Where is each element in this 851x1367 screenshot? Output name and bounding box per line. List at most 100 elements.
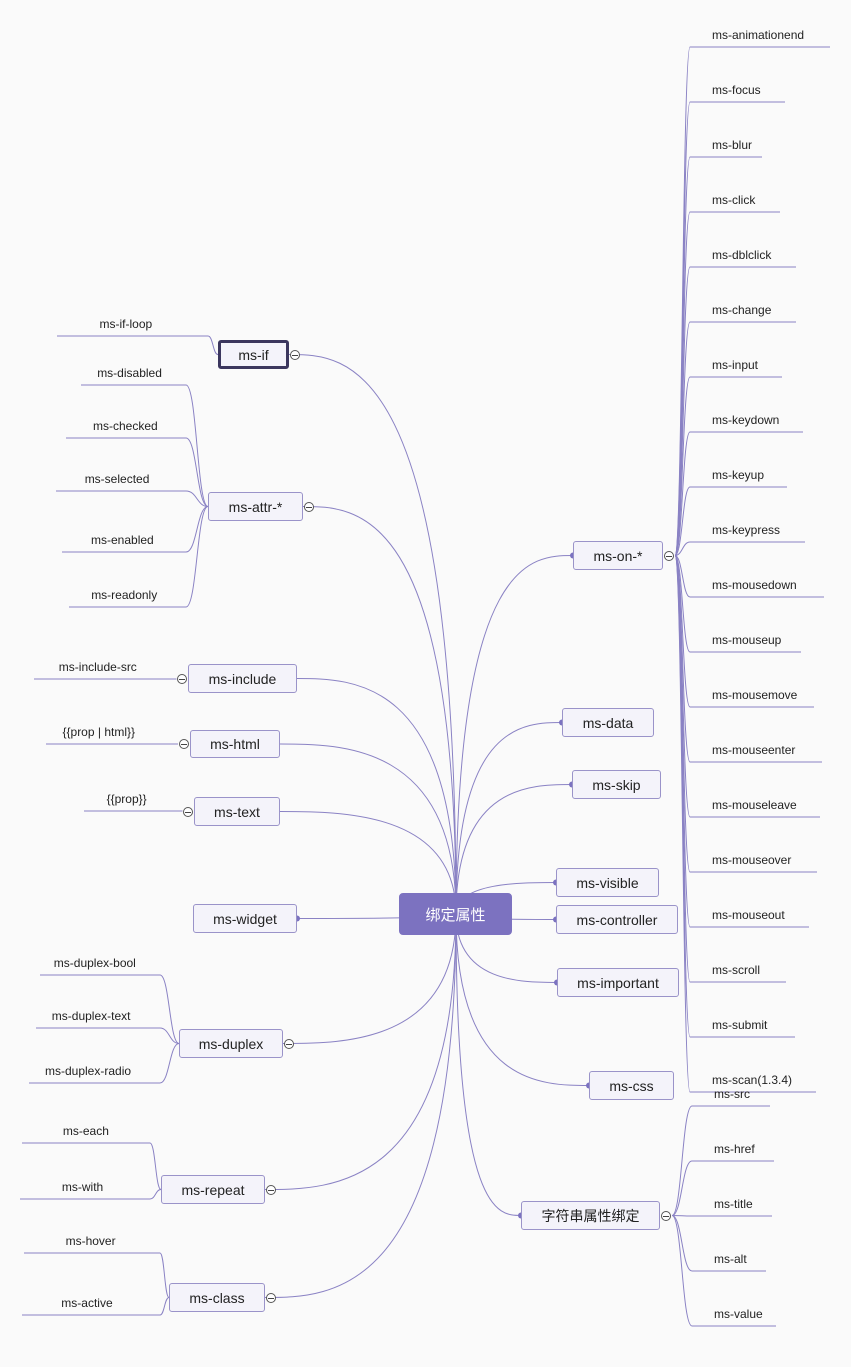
leaf-edge-string-bind-2 [671, 1215, 772, 1217]
node-ms-attr[interactable]: ms-attr-* [208, 492, 303, 521]
leaf-ms-on-19: ms-scan(1.3.4) [712, 1073, 793, 1087]
node-ms-visible[interactable]: ms-visible [556, 868, 659, 897]
node-ms-widget[interactable]: ms-widget [193, 904, 297, 933]
node-ms-css[interactable]: ms-css [589, 1071, 674, 1100]
leaf-edge-ms-repeat-0 [22, 1142, 162, 1190]
leaf-string-bind-4: ms-value [714, 1307, 763, 1321]
collapse-icon-ms-attr[interactable] [304, 501, 314, 512]
node-ms-text[interactable]: ms-text [194, 797, 280, 826]
leaf-ms-attr-1: ms-checked [93, 419, 158, 433]
edge-string-bind [455, 913, 522, 1216]
leaf-ms-repeat-0: ms-each [62, 1124, 109, 1138]
leaf-ms-duplex-1: ms-duplex-text [51, 1009, 131, 1023]
edge-ms-class [264, 913, 457, 1298]
leaf-ms-attr-3: ms-enabled [91, 533, 154, 547]
collapse-icon-ms-text[interactable] [183, 806, 193, 817]
leaf-edge-string-bind-4 [671, 1215, 776, 1327]
leaf-string-bind-1: ms-href [714, 1142, 755, 1156]
node-ms-repeat[interactable]: ms-repeat [161, 1175, 265, 1204]
node-ms-controller[interactable]: ms-controller [556, 905, 678, 934]
leaf-edge-ms-attr-1 [66, 437, 209, 507]
leaf-edge-ms-repeat-1 [20, 1189, 162, 1200]
leaf-ms-on-14: ms-mouseleave [712, 798, 797, 812]
leaf-edge-ms-duplex-0 [40, 974, 180, 1044]
leaf-edge-ms-on-8 [674, 486, 787, 556]
edge-ms-data [455, 722, 563, 915]
node-ms-html[interactable]: ms-html [190, 730, 280, 758]
leaf-ms-html-0: {{prop | html}} [62, 725, 136, 739]
edge-ms-include [296, 678, 457, 915]
leaf-ms-duplex-0: ms-duplex-bool [53, 956, 136, 970]
node-ms-if[interactable]: ms-if [218, 340, 289, 369]
edge-ms-skip [455, 784, 573, 915]
leaf-edge-ms-on-7 [674, 431, 803, 556]
leaf-string-bind-2: ms-title [714, 1197, 753, 1211]
leaf-ms-attr-4: ms-readonly [91, 588, 158, 602]
edge-ms-text [279, 811, 457, 915]
collapse-icon-ms-duplex[interactable] [284, 1038, 294, 1049]
leaf-edge-ms-text-0 [84, 810, 183, 812]
leaf-edge-ms-on-9 [674, 541, 805, 556]
collapse-icon-ms-on[interactable] [664, 550, 674, 561]
leaf-ms-on-17: ms-scroll [712, 963, 760, 977]
node-string-bind[interactable]: 字符串属性绑定 [521, 1201, 660, 1230]
leaf-edge-ms-duplex-2 [29, 1043, 180, 1084]
collapse-icon-ms-include[interactable] [177, 673, 187, 684]
leaf-ms-duplex-2: ms-duplex-radio [45, 1064, 132, 1078]
node-ms-important[interactable]: ms-important [557, 968, 679, 997]
leaf-ms-on-18: ms-submit [712, 1018, 768, 1032]
leaf-ms-on-10: ms-mousedown [712, 578, 797, 592]
leaf-ms-on-13: ms-mouseenter [712, 743, 796, 757]
leaf-edge-ms-duplex-1 [36, 1027, 180, 1044]
leaf-ms-on-9: ms-keypress [712, 523, 781, 537]
leaf-ms-on-8: ms-keyup [712, 468, 765, 482]
collapse-icon-ms-if[interactable] [290, 349, 300, 360]
leaf-edge-ms-include-0 [34, 678, 177, 680]
edge-ms-repeat [264, 913, 457, 1190]
leaf-edge-ms-class-1 [22, 1297, 170, 1316]
leaf-edge-ms-on-14 [674, 555, 820, 818]
leaf-ms-attr-0: ms-disabled [97, 366, 162, 380]
leaf-edge-ms-attr-3 [62, 506, 209, 553]
node-ms-duplex[interactable]: ms-duplex [179, 1029, 283, 1058]
leaf-edge-ms-on-19 [674, 555, 816, 1093]
leaf-ms-on-15: ms-mouseover [712, 853, 792, 867]
leaf-edge-ms-attr-2 [56, 490, 209, 507]
leaf-edge-string-bind-3 [671, 1215, 766, 1272]
edge-ms-on [455, 555, 574, 915]
leaf-ms-on-3: ms-click [712, 193, 756, 207]
leaf-string-bind-3: ms-alt [714, 1252, 747, 1266]
node-ms-class[interactable]: ms-class [169, 1283, 265, 1312]
leaf-edge-string-bind-1 [671, 1160, 774, 1216]
node-ms-include[interactable]: ms-include [188, 664, 297, 693]
root-node[interactable]: 绑定属性 [399, 893, 512, 935]
leaf-ms-on-7: ms-keydown [712, 413, 780, 427]
collapse-icon-ms-html[interactable] [179, 739, 189, 749]
node-ms-data[interactable]: ms-data [562, 708, 654, 737]
edge-ms-duplex [282, 913, 457, 1044]
leaf-ms-on-5: ms-change [712, 303, 772, 317]
leaf-ms-class-1: ms-active [61, 1296, 113, 1310]
leaf-ms-on-1: ms-focus [712, 83, 761, 97]
leaf-edge-string-bind-0 [671, 1105, 770, 1216]
collapse-icon-ms-repeat[interactable] [266, 1184, 276, 1195]
leaf-ms-include-0: ms-include-src [58, 660, 137, 674]
node-ms-on[interactable]: ms-on-* [573, 541, 663, 570]
collapse-icon-ms-class[interactable] [266, 1292, 276, 1303]
leaf-ms-on-6: ms-input [712, 358, 759, 372]
leaf-edge-ms-on-15 [674, 555, 817, 873]
leaf-edge-ms-if-0 [57, 335, 219, 355]
leaf-edge-ms-attr-4 [69, 506, 209, 608]
leaf-edge-ms-class-0 [24, 1252, 170, 1298]
edge-ms-css [455, 913, 590, 1086]
leaf-ms-on-4: ms-dblclick [712, 248, 772, 262]
leaf-ms-class-0: ms-hover [65, 1234, 116, 1248]
edge-ms-if [288, 354, 457, 915]
leaf-ms-text-0: {{prop}} [106, 792, 147, 806]
node-ms-skip[interactable]: ms-skip [572, 770, 661, 799]
leaf-ms-attr-2: ms-selected [84, 472, 150, 486]
leaf-ms-on-11: ms-mouseup [712, 633, 782, 647]
leaf-edge-ms-on-2 [674, 156, 762, 556]
collapse-icon-string-bind[interactable] [661, 1210, 671, 1221]
